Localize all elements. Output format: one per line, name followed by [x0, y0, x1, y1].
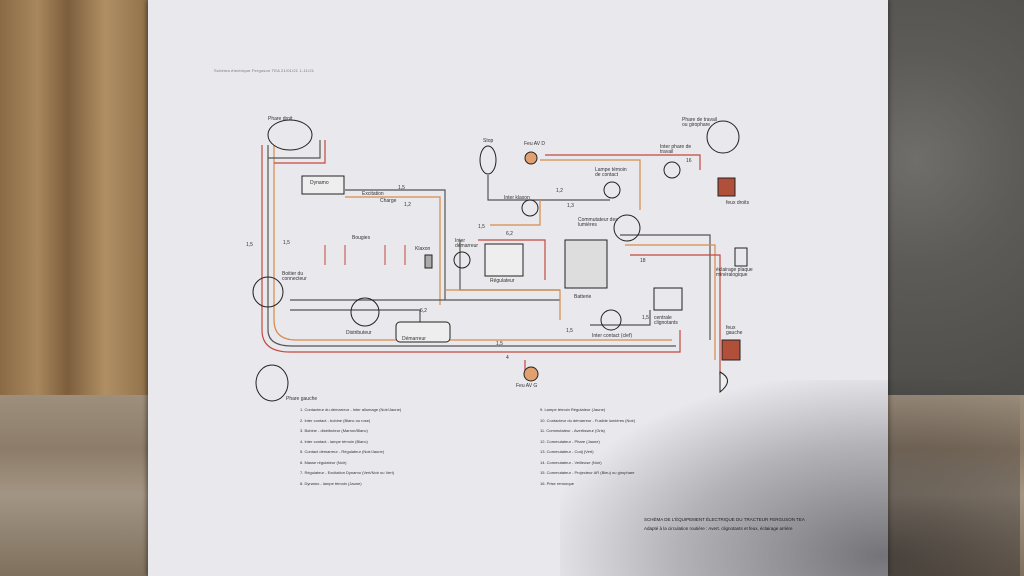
regulateur-shape: [484, 243, 524, 277]
label-dynamo: Dynamo: [310, 180, 329, 186]
eclairage-plaque-shape: [734, 247, 748, 267]
wire-number: 16: [686, 158, 692, 164]
wire-number: 1,5: [283, 240, 290, 246]
label-inter-contact: Inter contact (clef): [592, 333, 633, 339]
label-phare-droit: Phare droit: [268, 116, 293, 122]
phare-gauche-shape: [255, 364, 289, 402]
bougies-group: [324, 245, 406, 265]
klaxon-shape: [424, 254, 433, 269]
label-demarreur: Démarreur: [402, 336, 426, 342]
boitier-connecteur-shape: [252, 276, 284, 308]
label-phare-travail: Phare de travail ou girophare: [682, 117, 718, 128]
wire-number: 1,5: [398, 185, 405, 191]
label-excitation: Excitation: [362, 191, 384, 197]
feu-av-d-shape: [524, 151, 538, 165]
label-feux-gauche: feux gauche: [726, 325, 743, 336]
lampe-temoin-shape: [603, 181, 621, 199]
wire-number: 1,5: [246, 242, 253, 248]
inter-demarreur-shape: [453, 251, 471, 269]
label-eclairage: éclairage plaque minéralogique: [716, 267, 753, 278]
stop-shape: [479, 145, 497, 175]
legend-item: 4. Inter contact - lampe témoin (Blanc): [300, 438, 368, 444]
label-distributeur: Distributeur: [346, 330, 372, 336]
wire-main-orange: [273, 145, 672, 341]
wire-number: 1,3: [567, 203, 574, 209]
cast-shadow: [560, 380, 1020, 576]
label-klaxon: Klaxon: [415, 246, 431, 252]
wire-charge: [345, 196, 441, 305]
label-stop: Stop: [483, 138, 494, 144]
label-batterie: Batterie: [574, 294, 592, 300]
sheet-header-line: Schéma électrique Ferguson TEA 21/01/21 …: [214, 68, 315, 73]
commutateur-shape: [613, 214, 641, 242]
wire-number: 1,5: [496, 341, 503, 347]
feu-av-g-shape: [523, 366, 539, 382]
wood-table-left: [0, 0, 150, 400]
wire-number: 1,5: [642, 315, 649, 321]
label-inter-demarreur: Inter démarreur: [455, 238, 479, 249]
label-inter-klaxon: Inter klaxon: [504, 195, 530, 201]
inter-contact-shape: [600, 309, 622, 331]
label-phare-gauche: Phare gauche: [286, 396, 318, 402]
inter-klaxon-shape: [521, 199, 539, 217]
wire-number: 1,2: [404, 202, 411, 208]
inter-phare-shape: [663, 161, 681, 179]
feux-droits-shape: [717, 177, 736, 197]
legend-item: 16. Prise remorque: [540, 480, 575, 486]
wire-main-red: [261, 145, 681, 353]
wire-number: 6,2: [420, 308, 427, 314]
centrale-clignotants-shape: [653, 287, 683, 311]
wire-feu-av-d: [540, 159, 641, 210]
wire-number: 4: [506, 355, 509, 361]
wire-number: 1,2: [556, 188, 563, 194]
distributeur-shape: [350, 297, 380, 327]
wire-main-gray: [267, 145, 676, 347]
legend-item: 7. Régulateur - Excitation Dynamo (Vert/…: [300, 470, 395, 475]
label-regulateur: Régulateur: [490, 278, 515, 284]
wire-number: 1,5: [478, 224, 485, 230]
label-commutateur: Commutateur des lumières: [578, 217, 618, 228]
label-bougies: Bougies: [352, 235, 371, 241]
legend-item: 3. Bobine - distributeur (Marron/Blanc): [300, 428, 368, 433]
legend-item: 6. Masse régulateur (Noir): [300, 459, 347, 465]
label-boitier: Boitier du connecteur: [282, 271, 307, 282]
wire-phare-droit: [268, 140, 321, 159]
wire-number: 6,2: [506, 231, 513, 237]
feux-gauche-shape: [721, 339, 741, 361]
legend-item: 5. Contact démarreur - Régulateur (Noir/…: [300, 449, 385, 454]
concrete-surface: [870, 0, 1024, 400]
label-charge: Charge: [380, 198, 397, 204]
legend-item: 1. Contacteur du démarreur - Inter allum…: [300, 407, 402, 412]
phare-droit-shape: [267, 119, 313, 151]
label-feux-droits: feux droits: [726, 200, 750, 206]
dynamo-shape: [301, 175, 345, 195]
label-lampe-temoin: Lampe témoin de contact: [595, 167, 627, 178]
label-feu-av-g: Feu AV G: [516, 383, 538, 389]
phare-travail-shape: [706, 120, 740, 154]
label-feu-av-d: Feu AV D: [524, 141, 546, 147]
legend-left: 1. Contacteur du démarreur - Inter allum…: [300, 405, 401, 489]
label-centrale: centrale clignotants: [654, 315, 678, 326]
legend-item: 2. Inter contact - bobine (Blanc ou rose…: [300, 417, 371, 423]
wire-number: 1,5: [566, 328, 573, 334]
wire-excitation: [345, 189, 446, 300]
label-inter-phare: Inter phare de travail: [660, 144, 692, 155]
demarreur-shape: [395, 321, 451, 343]
legend-item: 8. Dynamo - lampe témoin (Jaune): [300, 480, 362, 486]
batterie-shape: [564, 239, 608, 289]
wire-number: 18: [640, 258, 646, 264]
